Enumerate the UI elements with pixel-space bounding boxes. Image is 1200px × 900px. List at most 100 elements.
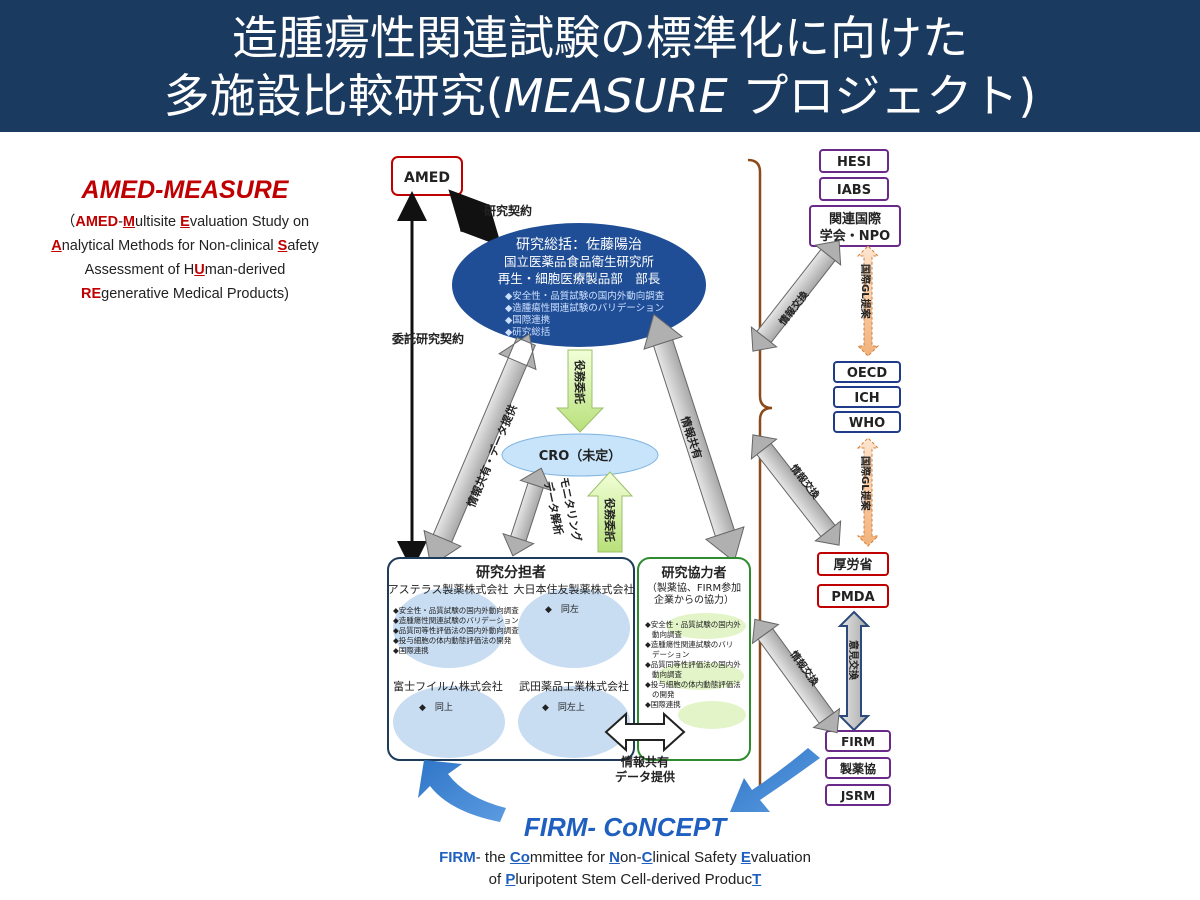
title-measure: MEASURE	[503, 69, 728, 123]
desc-highlight: RE	[81, 286, 102, 302]
kyoryoku-sub1: （製薬協、FIRM参加	[647, 581, 741, 594]
curved-arrow-right	[730, 748, 820, 812]
desc-text: afety	[287, 238, 319, 254]
joho-arrow-2	[750, 434, 842, 546]
amed-measure-description: （AMED-Multisite Evaluation Study on Anal…	[20, 210, 350, 306]
kyoryoku-item: ◆安全性・品質試験の国内外	[645, 619, 741, 629]
desc-highlight: E	[740, 849, 751, 866]
data-monitor-arrow	[502, 467, 552, 557]
buntan-title: 研究分担者	[476, 564, 546, 581]
firm-label: FIRM	[841, 735, 875, 749]
desc-highlight: C	[641, 849, 653, 866]
desc-highlight: N	[609, 849, 620, 866]
ich-box	[833, 386, 901, 408]
desc-highlight: A	[51, 238, 62, 254]
desc-text: （	[60, 214, 76, 230]
amed-box	[391, 156, 463, 196]
desc-text: nalytical Methods for Non-clinical	[61, 238, 278, 254]
cro-label: CRO（未定）	[539, 448, 622, 464]
kanren-label1: 関連国際	[829, 211, 882, 227]
firm-concept-description: FIRM- the Committee for Non-Clinical Saf…	[360, 847, 890, 891]
cro-ellipse	[501, 433, 659, 477]
kokusai-label-1: 国際GL提案	[859, 264, 872, 320]
kokusai-arrow-1	[856, 245, 880, 357]
kyoryoku-item: ◆品質同等性評価法の国内外	[645, 659, 741, 669]
company-ellipse-3	[393, 686, 505, 758]
share-arrow-right	[643, 313, 745, 563]
firm-concept-title: FIRM- CoNCEPT	[523, 812, 727, 842]
desc-text: valuation	[750, 849, 811, 866]
desc-text: linical Safety	[652, 849, 741, 866]
buntan-item: ◆品質同等性評価法の国内外動向調査	[393, 625, 519, 635]
company-ellipse-1	[393, 588, 505, 668]
kyoryoku-item: デーション	[652, 649, 689, 659]
brace	[747, 158, 773, 804]
company-takeda: 武田薬品工業株式会社	[519, 679, 629, 693]
kyoryoku-blob	[678, 701, 746, 729]
desc-text: man-derived	[204, 262, 286, 278]
company-ellipse-2	[518, 588, 630, 668]
company-astellas: アステラス製薬株式会社	[388, 582, 509, 596]
kyoryoku-item: ◆国際連携	[645, 699, 681, 709]
kanren-label2: 学会・NPO	[820, 228, 890, 244]
bottom-share-label1: 情報共有	[621, 754, 669, 769]
desc-text: -	[118, 214, 123, 230]
mhlw-label: 厚労省	[833, 557, 872, 573]
kokusai-label-2: 国際GL提案	[859, 456, 872, 512]
kyoryoku-blob	[656, 662, 744, 690]
buntan-item: ◆造腫瘍性関連試験のバリデーション	[393, 615, 519, 625]
desc-highlight: Co	[509, 849, 530, 866]
gyomu-arrow-bottom	[586, 471, 634, 553]
company-ellipse-4	[518, 686, 630, 758]
buntan-item: ◆投与細胞の体内動態評価法の開発	[393, 635, 512, 645]
desc-text: of	[488, 871, 506, 888]
desc-text: valuation Study on	[189, 214, 310, 230]
gyomu-arrow-top	[555, 349, 605, 433]
ich-label: ICH	[854, 391, 879, 406]
kyoryoku-item: 動向調査	[652, 669, 682, 679]
company-fujifilm-item: ◆ 同上	[419, 702, 453, 713]
desc-text: mmittee for	[529, 849, 610, 866]
desc-text: - the	[475, 849, 510, 866]
desc-text: on-	[619, 849, 642, 866]
leader-item: ◆国際連携	[505, 314, 550, 326]
kyoryoku-title: 研究協力者	[661, 565, 726, 581]
desc-highlight: P	[505, 871, 516, 888]
gyomu-label-top: 役務委託	[573, 359, 587, 404]
iabs-box	[819, 177, 889, 201]
company-sumitomo-item: ◆ 同左	[545, 603, 579, 615]
leader-line3: 再生・細胞医療製品部 部長	[498, 271, 661, 286]
desc-text: ultisite	[135, 214, 181, 230]
desc-text: generative Medical Products)	[101, 286, 289, 302]
desc-text: luripotent Stem Cell-derived Produc	[515, 871, 753, 888]
company-sumitomo: 大日本住友製薬株式会社	[514, 582, 635, 596]
jpma-box	[825, 757, 891, 779]
who-label: WHO	[849, 416, 885, 431]
jsrm-box	[825, 784, 891, 806]
kyoryoku-item: ◆造腫瘍性関連試験のバリ	[645, 639, 733, 649]
pmda-label: PMDA	[831, 590, 874, 605]
joho-arrow-1	[750, 240, 842, 352]
page-title-line1: 造腫瘍性関連試験の標準化に向けた	[232, 11, 968, 65]
desc-text: Assessment of H	[84, 262, 195, 278]
leader-line2: 国立医薬品食品衛生研究所	[504, 254, 654, 269]
leader-item: ◆研究総括	[505, 326, 551, 338]
gyomu-label-bottom: 役務委託	[603, 497, 617, 542]
desc-highlight: AMED	[75, 214, 119, 230]
page-title-line2: 多施設比較研究(MEASURE プロジェクト)	[0, 68, 1200, 124]
desc-highlight: T	[752, 871, 762, 888]
kanren-box	[809, 205, 901, 247]
itaku-label: 委託研究契約	[391, 331, 464, 346]
company-takeda-item: ◆ 同左上	[542, 701, 585, 713]
amed-box-label: AMED	[404, 170, 450, 186]
bottom-share-label2: データ提供	[615, 769, 675, 784]
iken-label: 意見交換	[847, 640, 860, 681]
desc-highlight: U	[194, 262, 205, 278]
kyoryoku-sub2: 企業からの協力）	[654, 593, 734, 606]
buntan-item: ◆国際連携	[393, 645, 429, 655]
amed-measure-title: AMED-MEASURE	[81, 176, 289, 204]
leader-item: ◆造腫瘍性関連試験のバリデーション	[505, 302, 664, 314]
kokusai-arrow-2	[856, 437, 880, 547]
pmda-box	[817, 584, 889, 608]
